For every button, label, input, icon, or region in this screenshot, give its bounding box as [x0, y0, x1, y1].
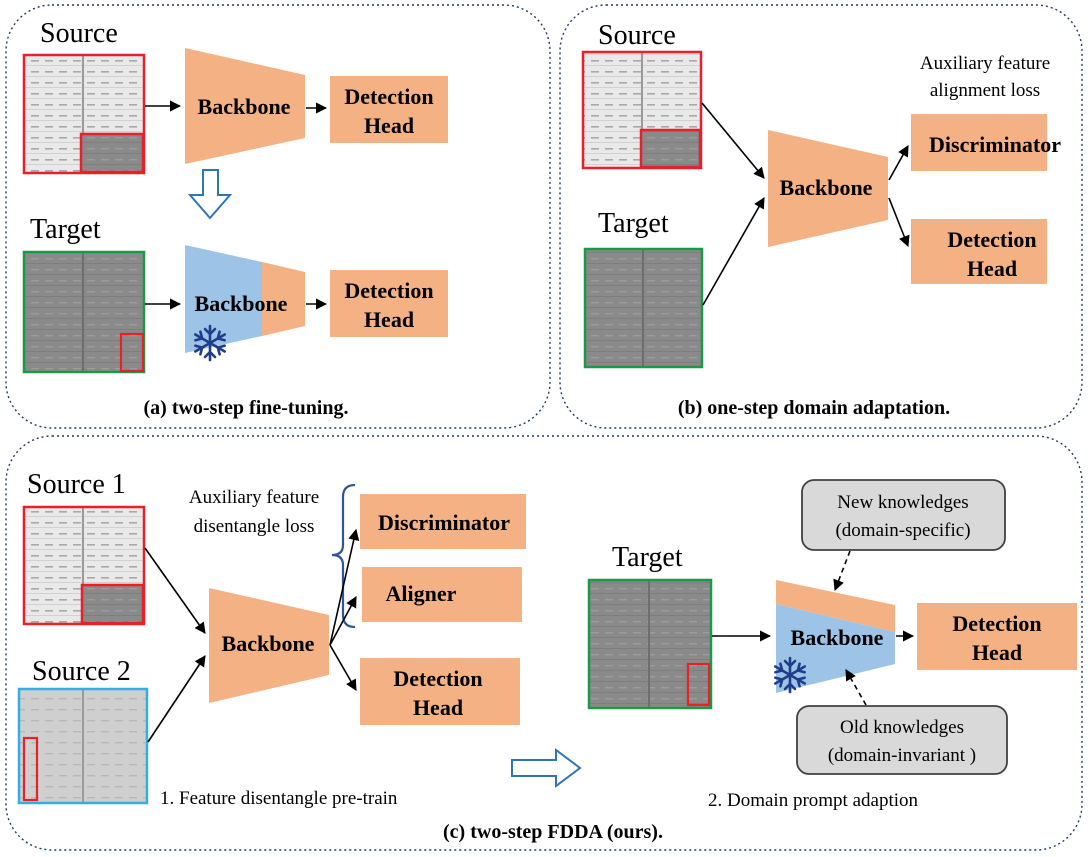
- panel-c-source2-label: Source 2: [32, 656, 131, 687]
- panel-a-backbone-top: [185, 48, 305, 164]
- panel-b-source-label: Source: [598, 20, 676, 51]
- panel-c-frame: [5, 435, 1083, 851]
- panel-c-source1-label: Source 1: [27, 469, 126, 500]
- panel-a-detection-head-bottom: [330, 270, 448, 337]
- panel-a-source-image: [22, 53, 146, 175]
- detection-head-line2: Head: [413, 695, 463, 720]
- panel-c-backbone-prompt: [776, 580, 895, 693]
- old-knowledge-line1: Old knowledges: [840, 717, 964, 738]
- detection-head-line2: Head: [967, 256, 1017, 281]
- arrow: [329, 644, 357, 691]
- detection-head-line2: Head: [972, 640, 1022, 665]
- panel-a-backbone-frozen: [185, 245, 305, 353]
- detection-head-line1: Detection: [344, 278, 433, 303]
- aux-loss-line1: Auxiliary feature: [189, 487, 319, 508]
- panel-c-detection-head-right: [917, 603, 1077, 670]
- aligner-label: Aligner: [386, 581, 457, 606]
- backbone-label: Backbone: [791, 625, 884, 650]
- panel-a-target-label: Target: [30, 214, 101, 245]
- new-knowledge-line1: New knowledges: [837, 492, 968, 513]
- panel-b-discriminator: [911, 114, 1047, 171]
- new-knowledge-line2: (domain-specific): [835, 520, 970, 541]
- detection-head-line1: Detection: [393, 666, 482, 691]
- arrow: [144, 547, 206, 634]
- aux-loss-line2: alignment loss: [930, 80, 1040, 101]
- panel-c-source1-image: [22, 505, 146, 626]
- arrow: [888, 145, 909, 181]
- hollow-right-arrow-icon: [511, 748, 582, 788]
- detection-head-line1: Detection: [344, 84, 433, 109]
- detection-head-line2: Head: [364, 113, 414, 138]
- step1-label: 1. Feature disentangle pre-train: [160, 788, 398, 809]
- step2-label: 2. Domain prompt adaption: [708, 790, 919, 811]
- panel-b-caption: (b) one-step domain adaptation.: [678, 397, 950, 419]
- arrow: [701, 102, 765, 179]
- aux-loss-line2: disentangle loss: [194, 516, 315, 537]
- panel-b-source-image: [581, 50, 703, 170]
- panel-c-aligner: [362, 567, 522, 622]
- discriminator-label: Discriminator: [929, 132, 1061, 157]
- backbone-label: Backbone: [198, 94, 291, 119]
- arrow: [329, 596, 357, 646]
- panel-a-caption: (a) two-step fine-tuning.: [144, 397, 349, 419]
- old-knowledge-box: [796, 705, 1008, 775]
- arrow: [888, 197, 910, 248]
- detection-head-line2: Head: [364, 307, 414, 332]
- panel-b-target-image: [583, 247, 704, 369]
- backbone-label: Backbone: [195, 291, 288, 316]
- panel-c-source2-image: [17, 687, 149, 805]
- panel-b-detection-head: [911, 219, 1047, 284]
- backbone-label: Backbone: [222, 631, 315, 656]
- detection-head-line1: Detection: [947, 227, 1036, 252]
- panel-c-backbone: [209, 588, 329, 703]
- discriminator-label: Discriminator: [378, 510, 510, 535]
- dashed-arrow: [845, 669, 867, 706]
- panel-b-target-label: Target: [598, 208, 669, 239]
- arrow: [329, 528, 360, 646]
- panel-a-frame: [5, 4, 551, 429]
- panel-a-source-label: Source: [40, 18, 118, 49]
- arrow: [702, 197, 765, 306]
- arrow: [147, 655, 206, 743]
- backbone-label: Backbone: [780, 175, 873, 200]
- aux-loss-line1: Auxiliary feature: [920, 53, 1050, 74]
- panel-b-frame: [559, 4, 1083, 429]
- hollow-down-arrow-icon: [187, 169, 233, 220]
- panel-a-detection-head-top: [330, 76, 448, 143]
- old-knowledge-line2: (domain-invariant ): [828, 745, 976, 766]
- panel-c-detection-head-left: [360, 658, 520, 725]
- panel-b-backbone: [768, 130, 888, 247]
- dashed-arrow: [833, 550, 851, 592]
- panel-a-target-image: [22, 250, 146, 374]
- panel-c-target-image: [587, 578, 713, 710]
- panel-c-target-label: Target: [612, 542, 683, 573]
- new-knowledge-box: [801, 479, 1006, 551]
- panel-c-caption: (c) two-step FDDA (ours).: [443, 821, 663, 843]
- panel-c-discriminator: [360, 494, 526, 549]
- detection-head-line1: Detection: [952, 611, 1041, 636]
